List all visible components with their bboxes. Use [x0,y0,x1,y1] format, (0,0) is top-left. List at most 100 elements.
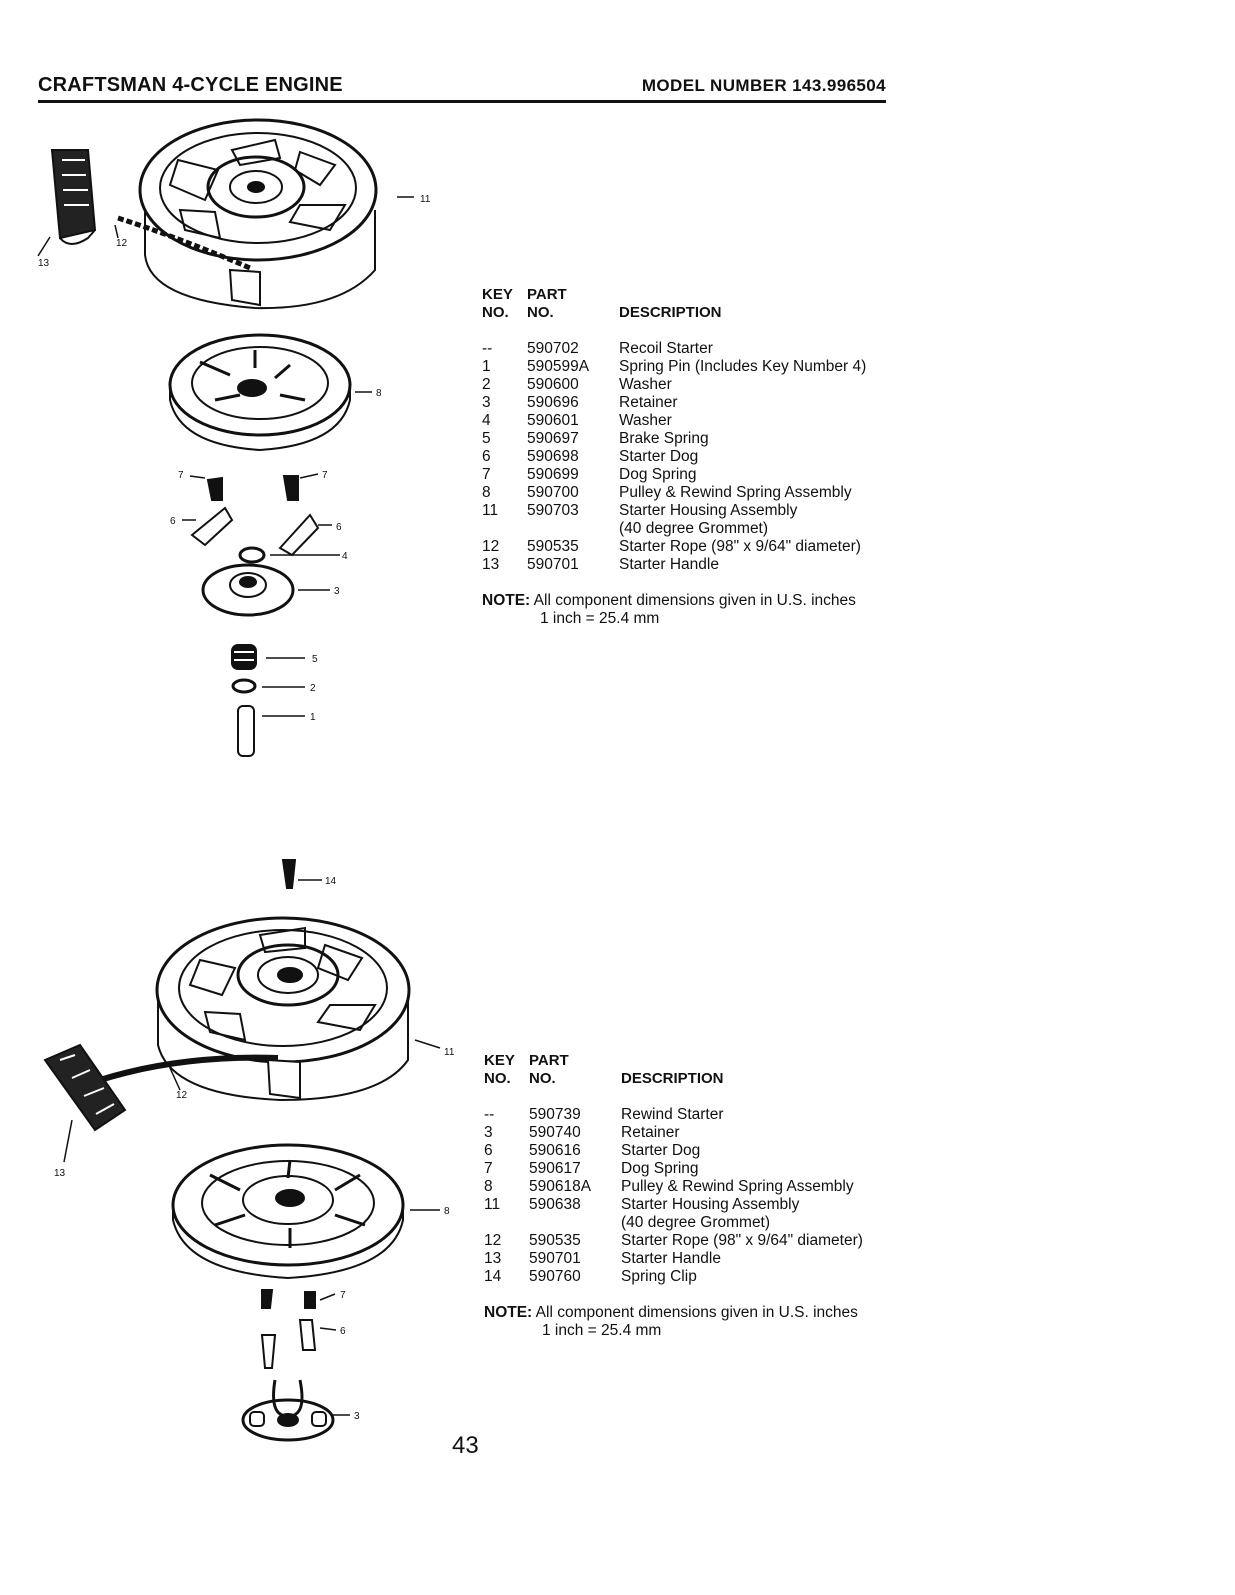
description: Brake Spring [619,430,709,447]
key-no: 5 [482,430,491,447]
page-header: CRAFTSMAN 4-CYCLE ENGINE MODEL NUMBER 14… [38,74,886,104]
key-no: 11 [482,502,499,519]
part-no: 590696 [527,394,579,411]
diagram-label: 7 [340,1290,346,1301]
header-rule [38,100,886,103]
diagram-label: 13 [38,258,50,269]
diagram-label: 8 [444,1206,450,1217]
key-no: -- [484,1106,495,1123]
diagram-label: 3 [354,1411,360,1422]
starter-handle-top [50,149,97,245]
part-no: 590616 [529,1142,581,1159]
key-no: 14 [484,1268,502,1285]
key-no: 4 [482,412,491,429]
description: Dog Spring [621,1160,699,1177]
description: Starter Handle [619,556,719,573]
description: Retainer [619,394,678,411]
description: Washer [619,412,672,429]
diagram-label: 12 [116,238,128,249]
description: (40 degree Grommet) [619,520,769,537]
key-no: 8 [484,1178,493,1195]
part-no: 590600 [527,376,579,393]
diagram-label: 7 [322,470,328,481]
starter-dog-top-right [278,513,320,557]
diagram-label: 7 [178,470,184,481]
description: Starter Rope (98" x 9/64" diameter) [619,538,861,555]
key-no: -- [482,340,493,357]
description: Pulley & Rewind Spring Assembly [619,484,852,501]
rewind-note: NOTE: All component dimensions given in … [484,1304,858,1339]
key-no: 8 [482,484,491,501]
pulley-top [168,333,352,452]
description: Spring Pin (Includes Key Number 4) [619,358,867,375]
key-no: 12 [482,538,500,555]
starter-rope [117,215,251,271]
part-no: 590699 [527,466,579,483]
key-no: 3 [482,394,491,411]
description: Retainer [621,1124,680,1141]
spring-clip [281,859,297,889]
part-no: 590739 [529,1106,581,1123]
key-no: 13 [484,1250,502,1267]
description: Starter Rope (98" x 9/64" diameter) [621,1232,863,1249]
diagram-label: 6 [170,516,176,527]
description: Starter Dog [619,448,699,465]
model-number: MODEL NUMBER 143.996504 [641,76,886,95]
starter-rope-bottom [99,1054,279,1083]
description: Spring Clip [621,1268,697,1285]
retainer-top [201,563,295,617]
key-no: 7 [484,1160,493,1177]
diagram-label: 6 [340,1326,346,1337]
key-no: 12 [484,1232,502,1249]
diagram-label: 11 [420,194,431,205]
diagram-label: 11 [444,1047,455,1058]
part-no: 590618A [529,1178,592,1195]
pulley-bottom [171,1143,405,1280]
part-no: 590599A [527,358,590,375]
part-no: 590700 [527,484,579,501]
diagram-label: 1 [310,712,316,723]
diagram-label: 3 [334,586,340,597]
part-no: 590535 [527,538,579,555]
recoil-note: NOTE: All component dimensions given in … [482,592,856,627]
page-number: 43 [452,1432,479,1459]
brake-spring [231,644,257,670]
part-no: 590698 [527,448,579,465]
part-no: 590703 [527,502,579,519]
key-no: 11 [484,1196,501,1213]
description: Starter Handle [621,1250,721,1267]
part-no: 590697 [527,430,579,447]
dog-spring-bottom-right [304,1291,316,1309]
washer-4 [238,546,266,564]
starter-handle-bottom [43,1043,127,1132]
description: Rewind Starter [621,1106,724,1123]
key-no: 6 [482,448,491,465]
diagram-label: 12 [176,1090,188,1101]
diagram-label: 6 [336,522,342,533]
key-no: 3 [484,1124,493,1141]
description: Washer [619,376,672,393]
key-no: 2 [482,376,491,393]
part-no: 590601 [527,412,579,429]
key-no: 1 [482,358,491,375]
part-no: 590701 [527,556,579,573]
key-no: 6 [484,1142,493,1159]
part-no: 590740 [529,1124,581,1141]
description: Dog Spring [619,466,697,483]
key-no: 7 [482,466,491,483]
part-no: 590702 [527,340,579,357]
washer-2 [231,678,257,694]
description: Recoil Starter [619,340,713,357]
description: (40 degree Grommet) [621,1214,771,1231]
part-no: 590617 [529,1160,581,1177]
manual-title: CRAFTSMAN 4-CYCLE ENGINE [38,74,343,96]
diagram-label: 2 [310,683,316,694]
part-no: 590535 [529,1232,581,1249]
part-no: 590760 [529,1268,581,1285]
starter-dog-bottom-right [298,1319,317,1351]
description: Starter Dog [621,1142,701,1159]
starter-housing-bottom [155,916,411,1102]
part-no: 590638 [529,1196,581,1213]
diagram-label: 8 [376,388,382,399]
